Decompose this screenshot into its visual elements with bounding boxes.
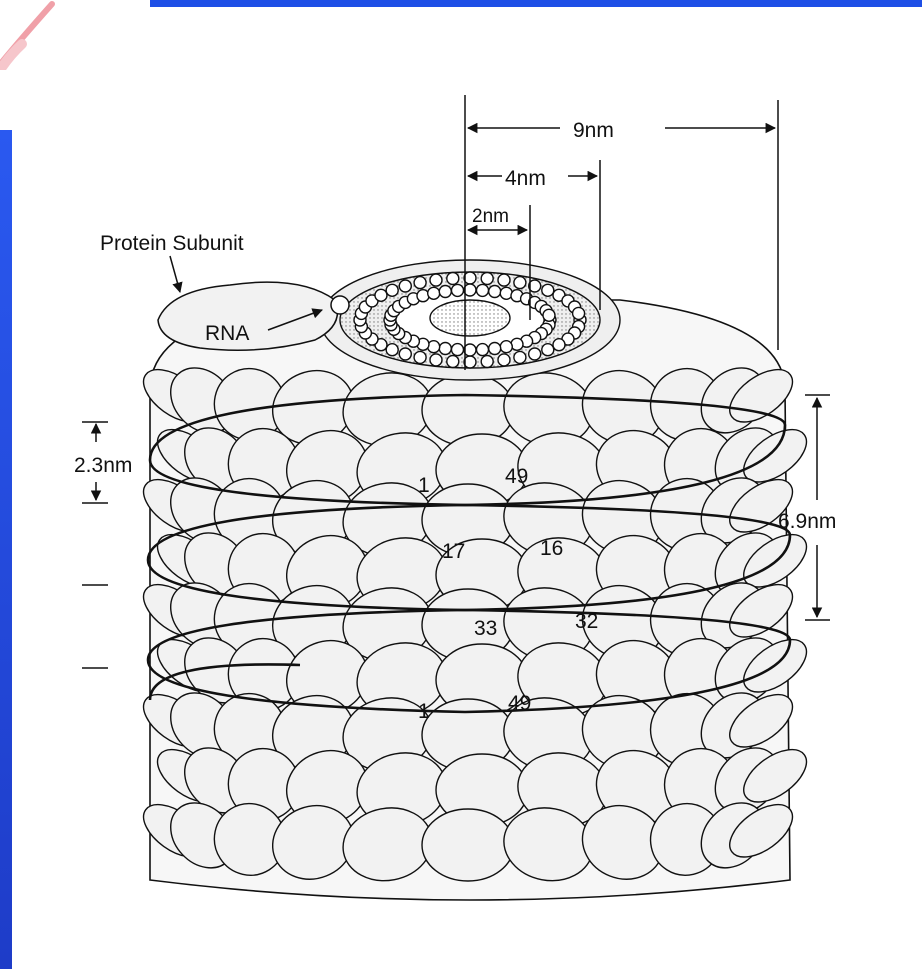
- rna-bead: [414, 277, 426, 289]
- rna-bead: [500, 341, 512, 353]
- subunit-number: 49: [505, 465, 528, 488]
- rna-bead: [489, 286, 501, 298]
- dimension-9nm-label: 9nm: [573, 119, 614, 142]
- dimension-2nm-label: 2nm: [472, 206, 509, 227]
- subunit-number: 33: [474, 617, 497, 640]
- rna-ring: [320, 260, 620, 380]
- rna-bead: [498, 274, 510, 286]
- rna-bead: [543, 309, 555, 321]
- dimension-4nm-label: 4nm: [505, 167, 546, 190]
- rna-bead: [529, 348, 541, 360]
- rna-bead: [430, 354, 442, 366]
- rna-bead: [553, 339, 565, 351]
- rna-bead: [477, 284, 489, 296]
- rna-bead: [498, 354, 510, 366]
- rna-bead: [417, 290, 429, 302]
- rna-bead: [464, 272, 476, 284]
- subunit-number: 16: [540, 537, 563, 560]
- subunit-number: 1: [418, 700, 430, 723]
- rna-bead: [452, 284, 464, 296]
- rna-bead: [430, 274, 442, 286]
- height-6-9nm-label: 6.9nm: [778, 510, 836, 533]
- rna-bead: [452, 344, 464, 356]
- rna-bead: [386, 284, 398, 296]
- rna-bead: [386, 344, 398, 356]
- rna-bead: [481, 273, 493, 285]
- rna-bead: [428, 287, 440, 299]
- subunit-number: 1: [418, 474, 430, 497]
- rna-bead: [464, 284, 476, 296]
- rna-bead: [542, 284, 554, 296]
- rna-bead: [573, 307, 585, 319]
- rna-bead: [542, 344, 554, 356]
- rna-bead: [439, 286, 451, 298]
- rna-bead: [399, 280, 411, 292]
- rna-bead: [447, 273, 459, 285]
- rna-bead: [500, 287, 512, 299]
- protein-subunit-label: Protein Subunit: [100, 232, 244, 255]
- rna-bead: [514, 351, 526, 363]
- rna-bead: [428, 341, 440, 353]
- rna-bead: [481, 356, 493, 368]
- rna-bead: [414, 351, 426, 363]
- pitch-2-3nm-label: 2.3nm: [74, 454, 132, 477]
- rna-bead: [511, 338, 523, 350]
- rna-bead: [447, 356, 459, 368]
- rna-bead: [514, 277, 526, 289]
- rna-bead: [439, 343, 451, 355]
- subunit-number: 17: [442, 540, 465, 563]
- rna-label: RNA: [205, 322, 249, 345]
- rna-bead: [399, 348, 411, 360]
- rna-bead: [464, 356, 476, 368]
- rna-bead: [375, 289, 387, 301]
- rna-bead: [489, 343, 501, 355]
- subunit-number: 49: [508, 692, 531, 715]
- subunit-lobe: [422, 809, 514, 881]
- rna-bead: [477, 344, 489, 356]
- subunit-number: 32: [575, 610, 598, 633]
- rna-bead: [464, 344, 476, 356]
